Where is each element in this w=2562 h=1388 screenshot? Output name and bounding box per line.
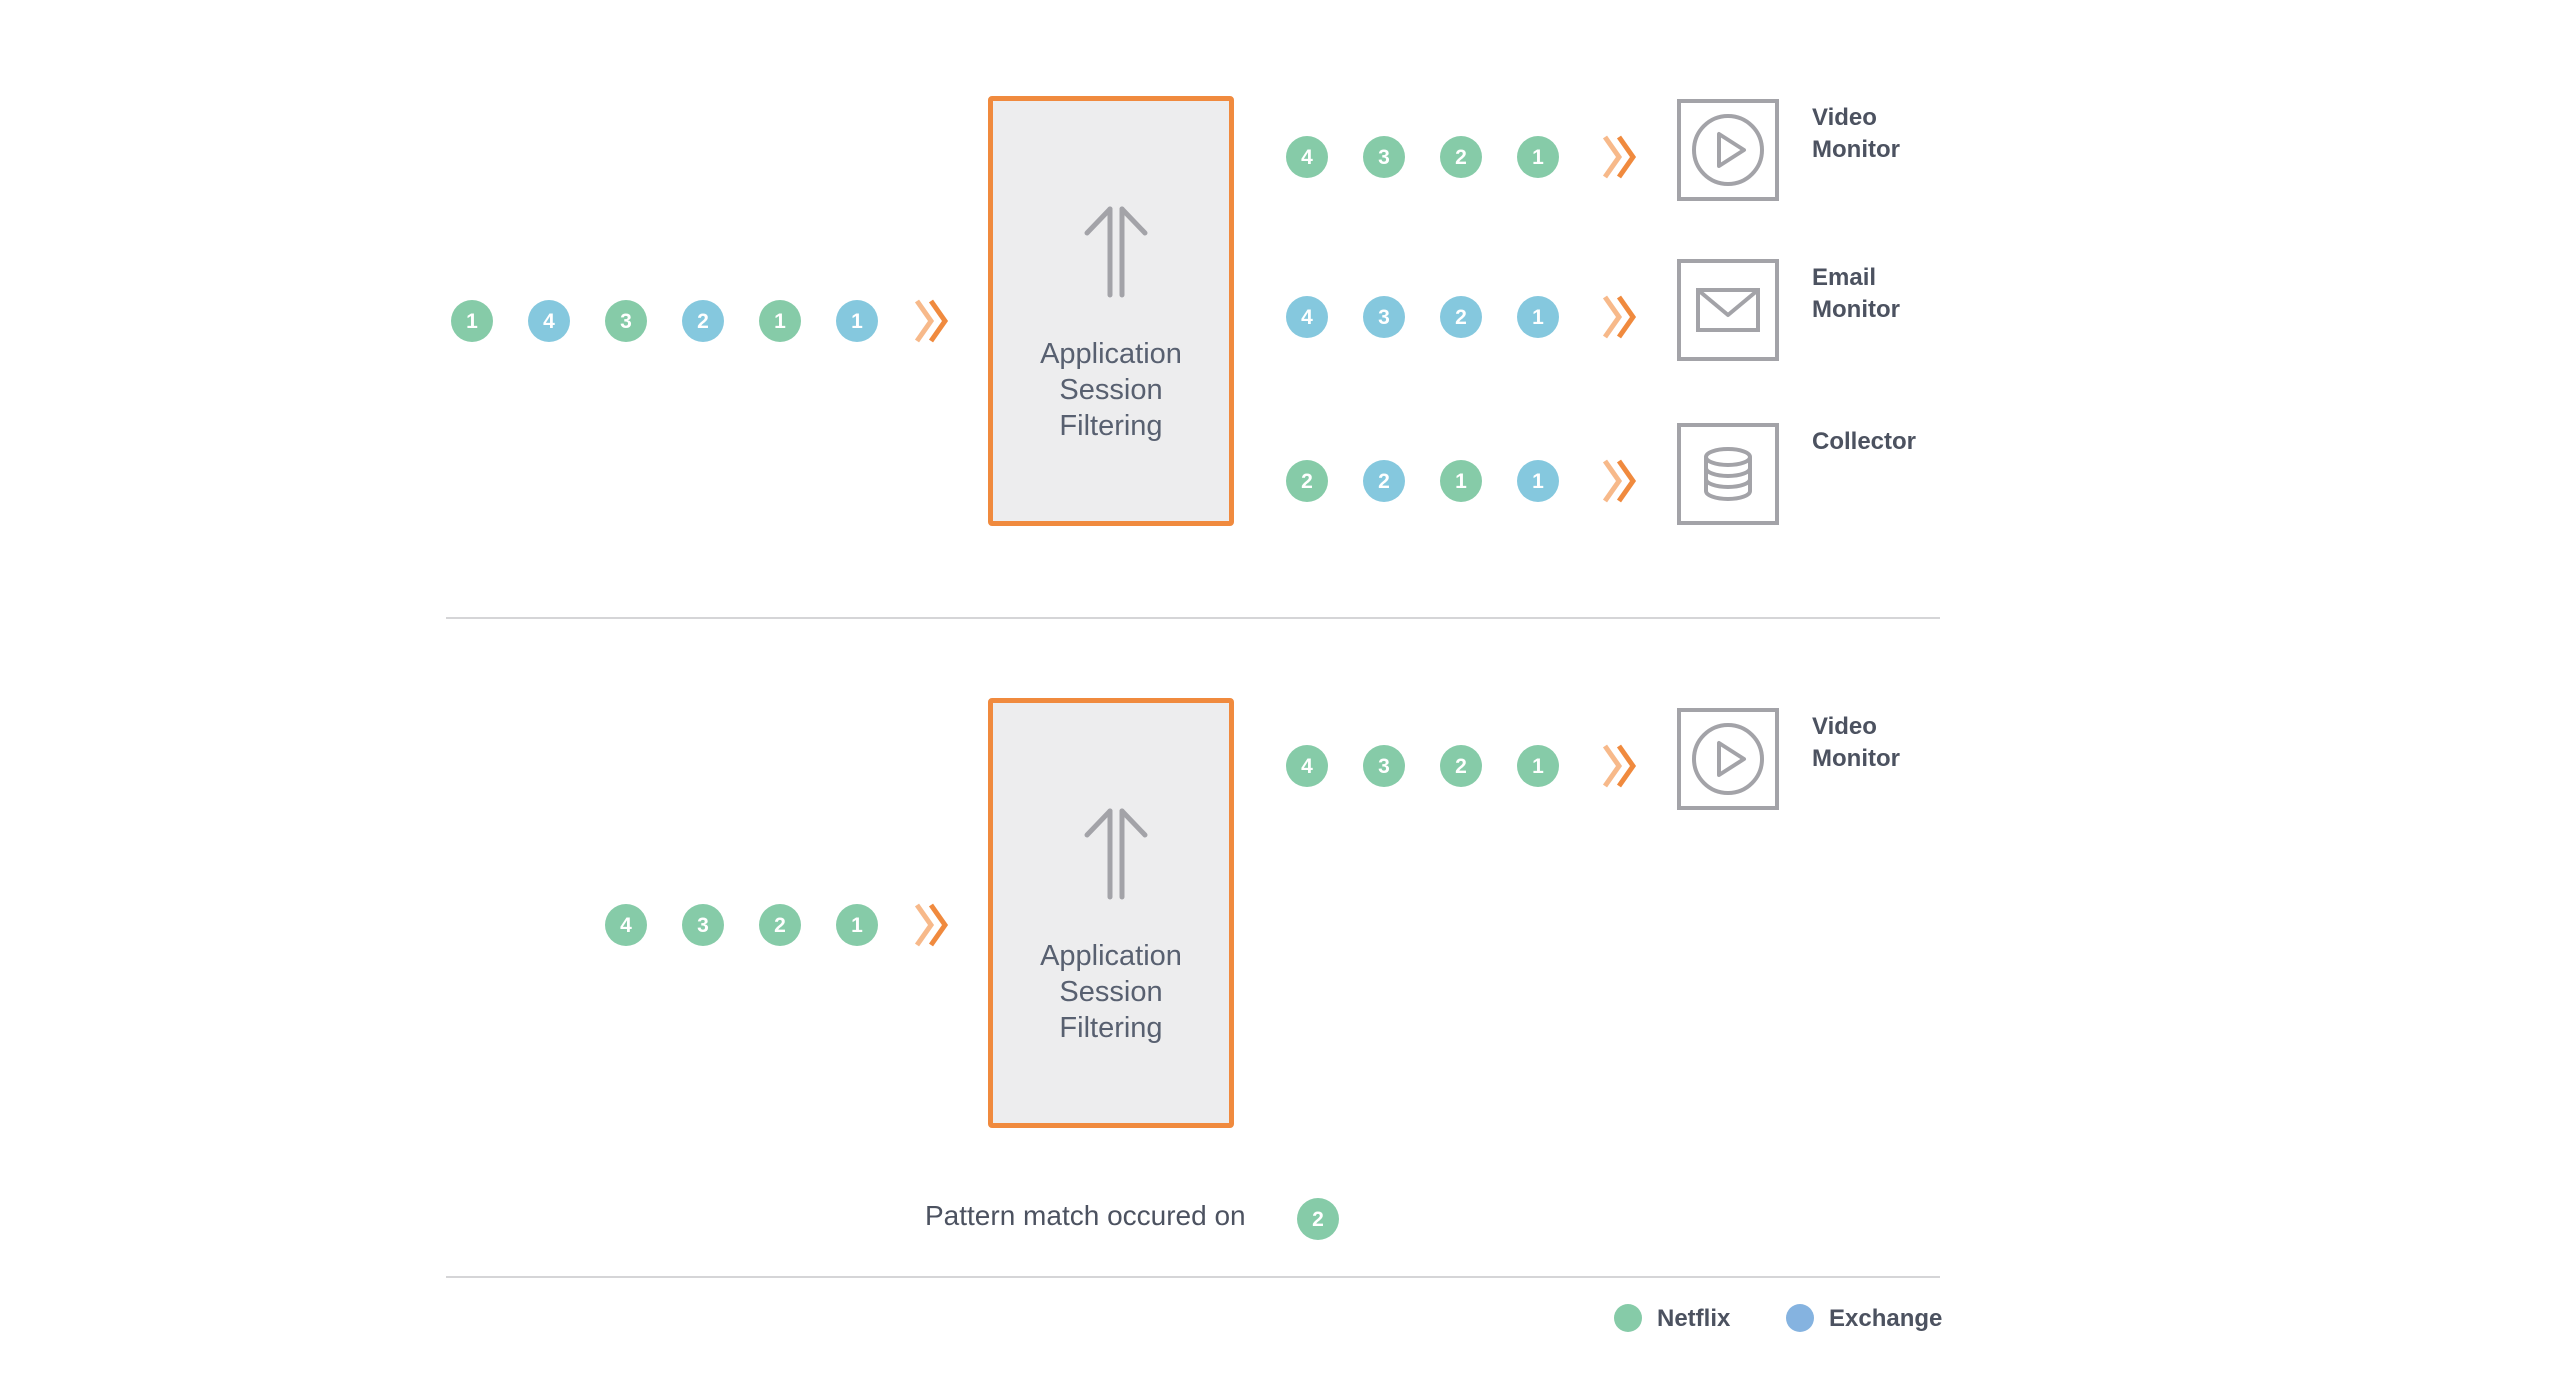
destination-label: Collector [1812,428,1917,455]
database-destination-box [1677,423,1779,525]
bottom-filter-label: Application Session Filtering [1040,940,1182,1044]
session-dot-netflix: 4 [605,904,647,946]
double-chevron-right-icon [914,903,949,947]
session-dot-exchange: 3 [1363,296,1405,338]
double-chevron-right-icon [1602,459,1637,503]
top-filter-label: Application Session Filtering [1040,338,1182,442]
pattern-note: Pattern match occured on [925,1200,1246,1231]
session-dot-exchange: 4 [528,300,570,342]
session-dot-netflix: 1 [759,300,801,342]
play-destination-box [1677,99,1779,201]
session-dot-netflix: 4 [1286,745,1328,787]
session-dot-netflix: 2 [1440,745,1482,787]
session-dot-netflix: 3 [1363,745,1405,787]
legend-exchange-label: Exchange [1829,1305,1943,1332]
session-dot-netflix: 1 [836,904,878,946]
session-dot-exchange: 1 [1517,296,1559,338]
session-dot-netflix: 2 [1286,460,1328,502]
double-chevron-right-icon [1602,295,1637,339]
session-dot-exchange: 1 [1517,460,1559,502]
legend-netflix-label: Netflix [1657,1305,1731,1332]
session-dot-exchange: 2 [682,300,724,342]
legend-exchange-swatch [1786,1304,1814,1332]
top-filter-box: Application Session Filtering [988,96,1234,526]
session-dot-exchange: 1 [836,300,878,342]
session-dot-netflix: 2 [759,904,801,946]
double-chevron-right-icon [1602,135,1637,179]
legend-divider [446,1276,1940,1278]
pattern-dot: 2 [1297,1198,1339,1240]
session-dot-exchange: 4 [1286,296,1328,338]
double-arrow-up-icon [1084,206,1148,298]
session-dot-netflix: 3 [682,904,724,946]
double-arrow-up-icon [1084,808,1148,900]
session-dot-netflix: 3 [605,300,647,342]
session-dot-exchange: 2 [1440,296,1482,338]
session-dot-netflix: 3 [1363,136,1405,178]
bottom-filter-box: Application Session Filtering [988,698,1234,1128]
double-chevron-right-icon [914,299,949,343]
double-chevron-right-icon [1602,744,1637,788]
session-dot-netflix: 4 [1286,136,1328,178]
envelope-destination-box [1677,259,1779,361]
session-dot-exchange: 2 [1363,460,1405,502]
session-dot-netflix: 1 [451,300,493,342]
session-dot-netflix: 1 [1517,136,1559,178]
section-divider [446,617,1940,619]
legend-netflix-swatch [1614,1304,1642,1332]
session-dot-netflix: 1 [1517,745,1559,787]
session-dot-netflix: 2 [1440,136,1482,178]
session-dot-netflix: 1 [1440,460,1482,502]
play-destination-box [1677,708,1779,810]
